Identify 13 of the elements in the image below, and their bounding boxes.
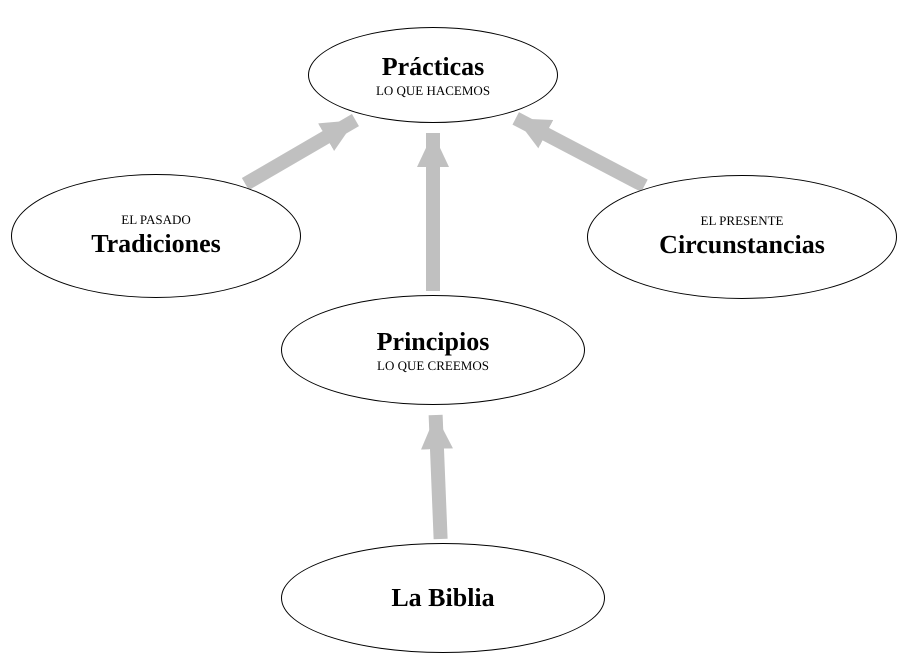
node-title: Prácticas [382,50,484,83]
arrow [512,112,648,192]
arrow [421,414,453,540]
node-subtitle: EL PRESENTE [700,212,784,229]
node-subtitle: LO QUE CREEMOS [377,358,489,374]
arrow [242,114,359,190]
node-title: Tradiciones [91,228,221,260]
node-subtitle: EL PASADO [121,212,191,228]
node-subtitle: LO QUE HACEMOS [376,83,490,100]
node-title: La Biblia [391,582,495,614]
arrow [417,133,449,291]
node-title: Principios [376,326,490,358]
node-title: Circunstancias [659,228,825,261]
